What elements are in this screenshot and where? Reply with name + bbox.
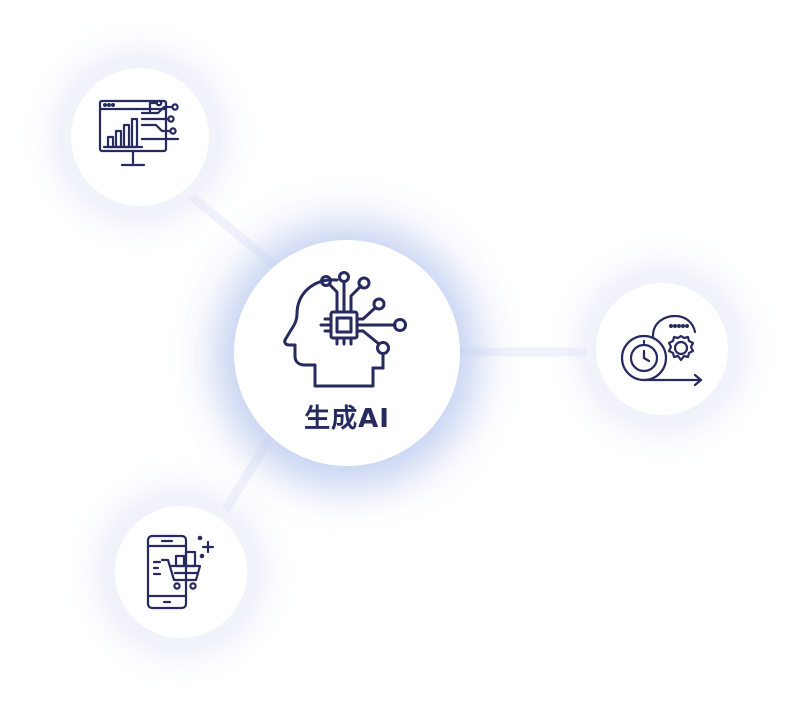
connector-top-left [185, 190, 283, 273]
mobile-shopping-node[interactable] [115, 506, 247, 638]
connector-bottom-left [217, 423, 281, 521]
analytics-node[interactable] [71, 68, 209, 206]
automation-node[interactable] [596, 283, 728, 415]
clock-gear-automation-icon [620, 314, 703, 387]
center-label: 生成AI [304, 404, 390, 434]
ai-head-circuit-icon [283, 271, 407, 388]
analytics-dashboard-icon [98, 99, 180, 167]
mobile-shopping-cart-icon [146, 534, 215, 610]
generative-ai-node[interactable]: 生成AI [234, 240, 460, 466]
